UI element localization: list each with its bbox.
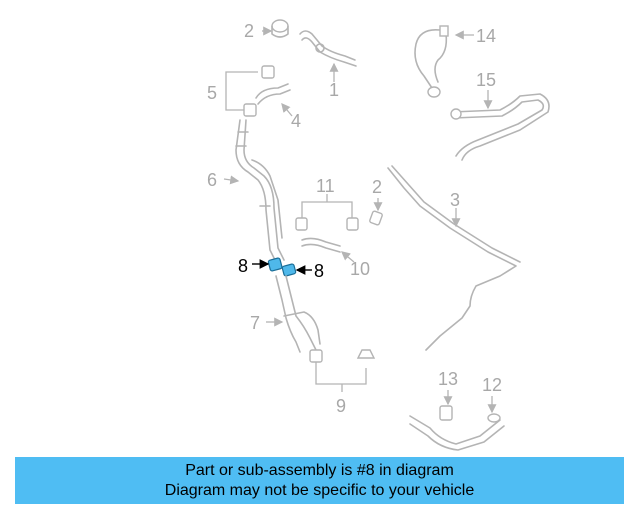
callout-5: 5 xyxy=(207,83,217,103)
callout-15: 15 xyxy=(476,70,496,90)
part-2-clip xyxy=(369,198,383,226)
part-13-12-hose xyxy=(409,390,505,451)
part-9-parts xyxy=(309,349,376,392)
callout-2-top: 2 xyxy=(244,21,254,41)
callout-9: 9 xyxy=(336,396,346,416)
part-14-harness xyxy=(414,25,474,98)
banner-line-1: Part or sub-assembly is #8 in diagram xyxy=(185,462,454,479)
part-2-cap xyxy=(262,19,289,38)
callout-1: 1 xyxy=(329,80,339,100)
callout-12: 12 xyxy=(482,375,502,395)
part-11-clips xyxy=(295,194,359,231)
banner-line-2: Diagram may not be specific to your vehi… xyxy=(164,482,475,499)
callout-10: 10 xyxy=(350,259,370,279)
part-5-bracket xyxy=(225,71,258,111)
part-6-pipe xyxy=(223,119,285,263)
callout-8-right: 8 xyxy=(314,261,324,281)
part-1-hose xyxy=(299,30,357,82)
callout-6: 6 xyxy=(207,170,217,190)
callout-14: 14 xyxy=(476,26,496,46)
part-5-clamps xyxy=(243,65,275,117)
callout-7: 7 xyxy=(250,313,260,333)
callout-13: 13 xyxy=(438,369,458,389)
part-8-clamps xyxy=(252,257,312,277)
part-10-hose xyxy=(301,237,355,263)
callout-3: 3 xyxy=(450,190,460,210)
info-banner: Part or sub-assembly is #8 in diagram Di… xyxy=(15,457,624,504)
part-15-hose xyxy=(450,90,550,161)
part-7-pipe xyxy=(266,275,321,353)
callout-8-left: 8 xyxy=(238,256,248,276)
part-4-hose xyxy=(255,83,293,117)
part-3-line xyxy=(387,165,521,351)
callout-2-mid: 2 xyxy=(372,177,382,197)
callout-4: 4 xyxy=(291,111,301,131)
parts-diagram: 2 1 5 4 6 11 xyxy=(207,19,550,451)
callout-11: 11 xyxy=(316,176,335,196)
